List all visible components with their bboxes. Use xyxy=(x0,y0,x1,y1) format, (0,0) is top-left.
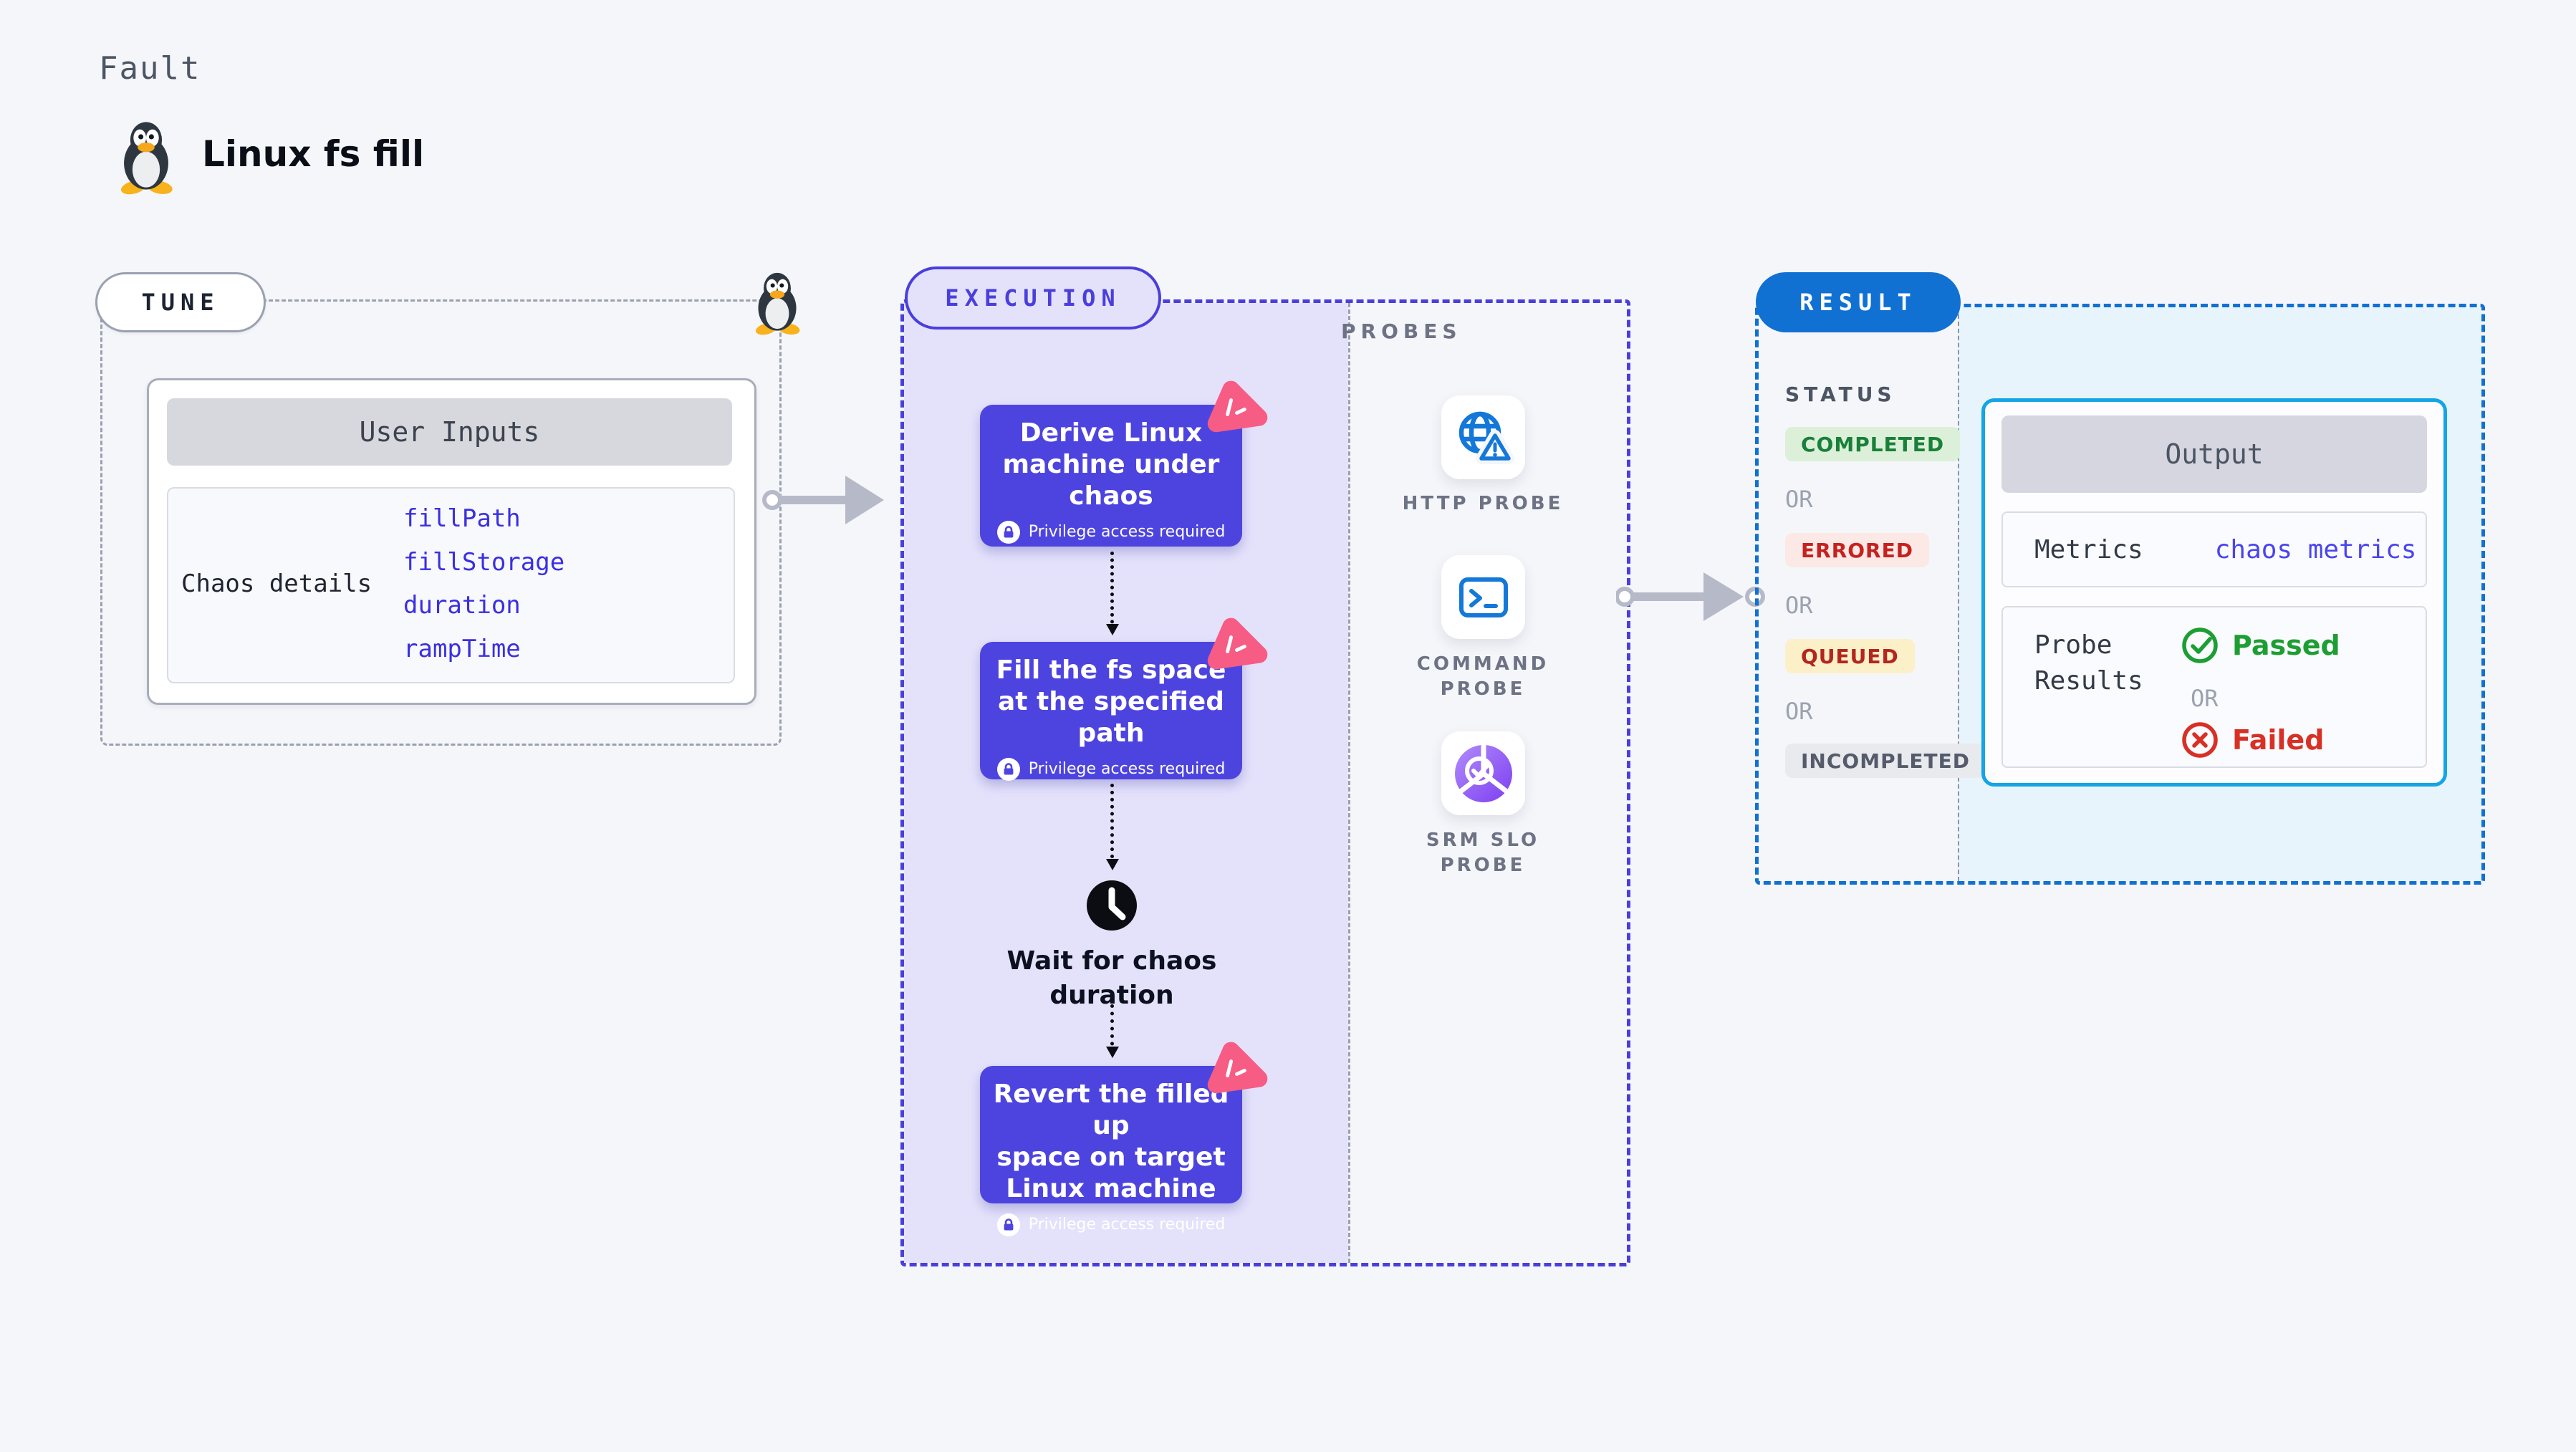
terminal-icon xyxy=(1458,577,1508,617)
slo-pie-check-icon xyxy=(1454,744,1512,802)
srm-slo-probe-label: SRM SLO PROBE xyxy=(1426,830,1540,877)
failed-label: Failed xyxy=(2232,724,2325,756)
http-probe-card xyxy=(1441,395,1525,479)
step-card-derive-machine: Derive Linux machine under chaos Privile… xyxy=(980,405,1242,547)
result-separator-line xyxy=(1958,307,1959,881)
tune-to-execution-arrow xyxy=(762,476,884,524)
privilege-row: Privilege access required xyxy=(996,1213,1226,1236)
chaos-sticker-icon xyxy=(1201,615,1269,683)
probe-results-label: Probe Results xyxy=(2034,630,2143,696)
tune-section-box xyxy=(100,299,782,746)
clock-icon xyxy=(1087,880,1137,931)
or-label: OR xyxy=(2191,685,2219,712)
command-probe-label: COMMAND PROBE xyxy=(1416,653,1549,701)
param-duration[interactable]: duration xyxy=(403,591,521,620)
execution-section-badge: EXECUTION xyxy=(905,266,1161,330)
passed-verdict: Passed xyxy=(2181,626,2340,665)
probe-results-row: Probe Results Passed OR Failed xyxy=(2001,606,2427,768)
chaos-params-list: fillPath fillStorage duration rampTime xyxy=(403,487,564,681)
status-badge-queued: QUEUED xyxy=(1785,639,1915,673)
privilege-label: Privilege access required xyxy=(1028,523,1226,542)
page-title: Linux fs fill xyxy=(202,133,425,175)
step-card-fill-fs: Fill the fs space at the specified path … xyxy=(980,642,1242,781)
param-fillpath[interactable]: fillPath xyxy=(403,504,521,533)
linux-tux-icon xyxy=(120,122,174,195)
command-probe-card xyxy=(1441,555,1525,639)
param-ramptime[interactable]: rampTime xyxy=(403,635,521,664)
tune-section-badge: TUNE xyxy=(95,272,266,332)
chaos-details-label: Chaos details xyxy=(181,569,373,598)
result-section-badge: RESULT xyxy=(1756,272,1961,332)
privilege-label: Privilege access required xyxy=(1028,1216,1226,1234)
output-header: Output xyxy=(2001,415,2427,493)
chaos-sticker-icon xyxy=(1201,378,1269,446)
failed-verdict: Failed xyxy=(2181,721,2324,759)
probes-heading: PROBES xyxy=(1341,319,1462,343)
status-heading: STATUS xyxy=(1785,383,1896,406)
user-inputs-header: User Inputs xyxy=(167,398,732,466)
or-label: OR xyxy=(1785,592,1813,619)
chaos-sticker-icon xyxy=(1201,1039,1269,1107)
metrics-label: Metrics xyxy=(2034,534,2143,564)
status-badge-completed: COMPLETED xyxy=(1785,427,1961,461)
flow-connector xyxy=(1106,552,1119,635)
flow-connector xyxy=(1106,1004,1119,1058)
chaos-metrics-link[interactable]: chaos metrics xyxy=(2214,534,2417,564)
fault-eyebrow-label: Fault xyxy=(99,50,201,87)
step-title: Fill the fs space at the specified path xyxy=(996,655,1226,748)
param-fillstorage[interactable]: fillStorage xyxy=(403,547,565,577)
step-card-revert-space: Revert the filled up space on target Lin… xyxy=(980,1066,1242,1236)
privilege-label: Privilege access required xyxy=(1028,760,1226,779)
lock-icon xyxy=(996,1213,1020,1236)
http-probe-label: HTTP PROBE xyxy=(1402,493,1564,514)
privilege-row: Privilege access required xyxy=(996,757,1226,781)
metrics-row: Metrics chaos metrics xyxy=(2001,511,2427,587)
privilege-row: Privilege access required xyxy=(996,520,1226,544)
flow-connector xyxy=(1106,784,1119,870)
status-badge-errored: ERRORED xyxy=(1785,533,1929,567)
check-circle-icon xyxy=(2182,628,2218,663)
probes-separator-line xyxy=(1348,303,1350,1263)
srm-slo-probe-card xyxy=(1441,731,1525,815)
status-badge-incompleted: INCOMPLETED xyxy=(1785,744,1986,778)
linux-tux-corner-icon xyxy=(754,272,801,335)
step-title: Revert the filled up space on target Lin… xyxy=(993,1080,1229,1203)
wait-step-label: Wait for chaos duration xyxy=(1006,946,1217,1010)
lock-icon xyxy=(996,757,1020,781)
step-title: Derive Linux machine under chaos xyxy=(1002,418,1220,511)
user-inputs-body xyxy=(167,487,735,683)
execution-to-result-arrow xyxy=(1616,572,1765,621)
or-label: OR xyxy=(1785,486,1813,513)
passed-label: Passed xyxy=(2232,630,2340,661)
or-label: OR xyxy=(1785,698,1813,725)
lock-icon xyxy=(996,520,1020,544)
x-circle-icon xyxy=(2182,722,2218,758)
globe-alert-icon xyxy=(1458,411,1514,464)
